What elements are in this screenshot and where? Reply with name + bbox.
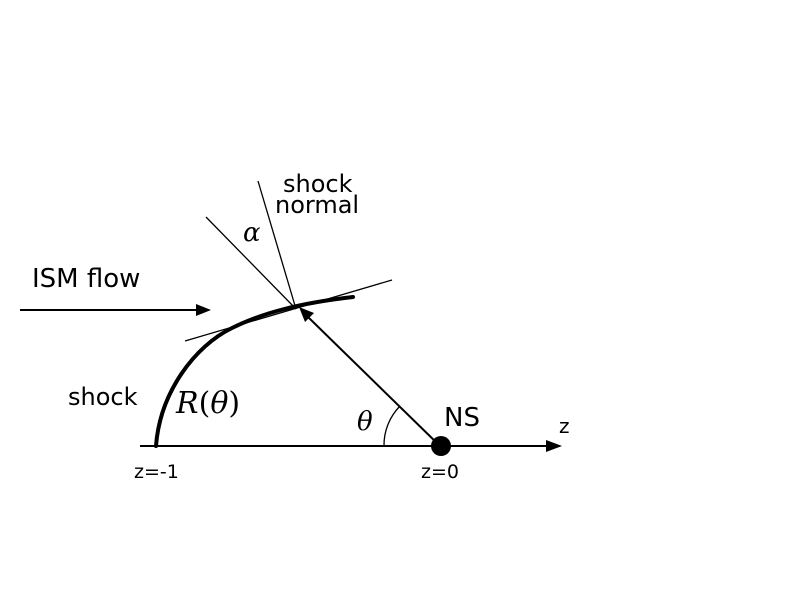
radius-vector (307, 316, 441, 447)
radius-label-theta: θ (210, 386, 228, 421)
alpha-reference-line (205, 216, 297, 310)
ns-label: NS (444, 403, 480, 433)
z-minus-one-label: z=-1 (134, 461, 179, 483)
radius-label-r: R (175, 386, 199, 421)
radius-label-close: ) (228, 386, 240, 421)
alpha-label: α (243, 218, 261, 248)
z-axis-label: z (559, 414, 570, 438)
z-zero-label: z=0 (421, 461, 459, 483)
ism-flow-arrowhead (196, 304, 211, 316)
shock-label: shock (68, 383, 138, 411)
ism-flow-label: ISM flow (32, 264, 140, 294)
z-axis-arrowhead (546, 440, 562, 452)
theta-label: θ (357, 407, 373, 437)
tangent-line (184, 279, 393, 342)
radius-label-open: ( (199, 386, 211, 421)
theta-angle-arc (383, 405, 401, 447)
neutron-star (431, 436, 451, 456)
shock-normal-label-line2: normal (275, 191, 359, 219)
shock-curve (154, 295, 355, 448)
radius-vector-arrowhead (299, 307, 314, 322)
shock-normal-line (257, 180, 297, 310)
radius-label: R(θ) (175, 386, 240, 421)
shock-normal-label-line1: shock (283, 170, 353, 198)
